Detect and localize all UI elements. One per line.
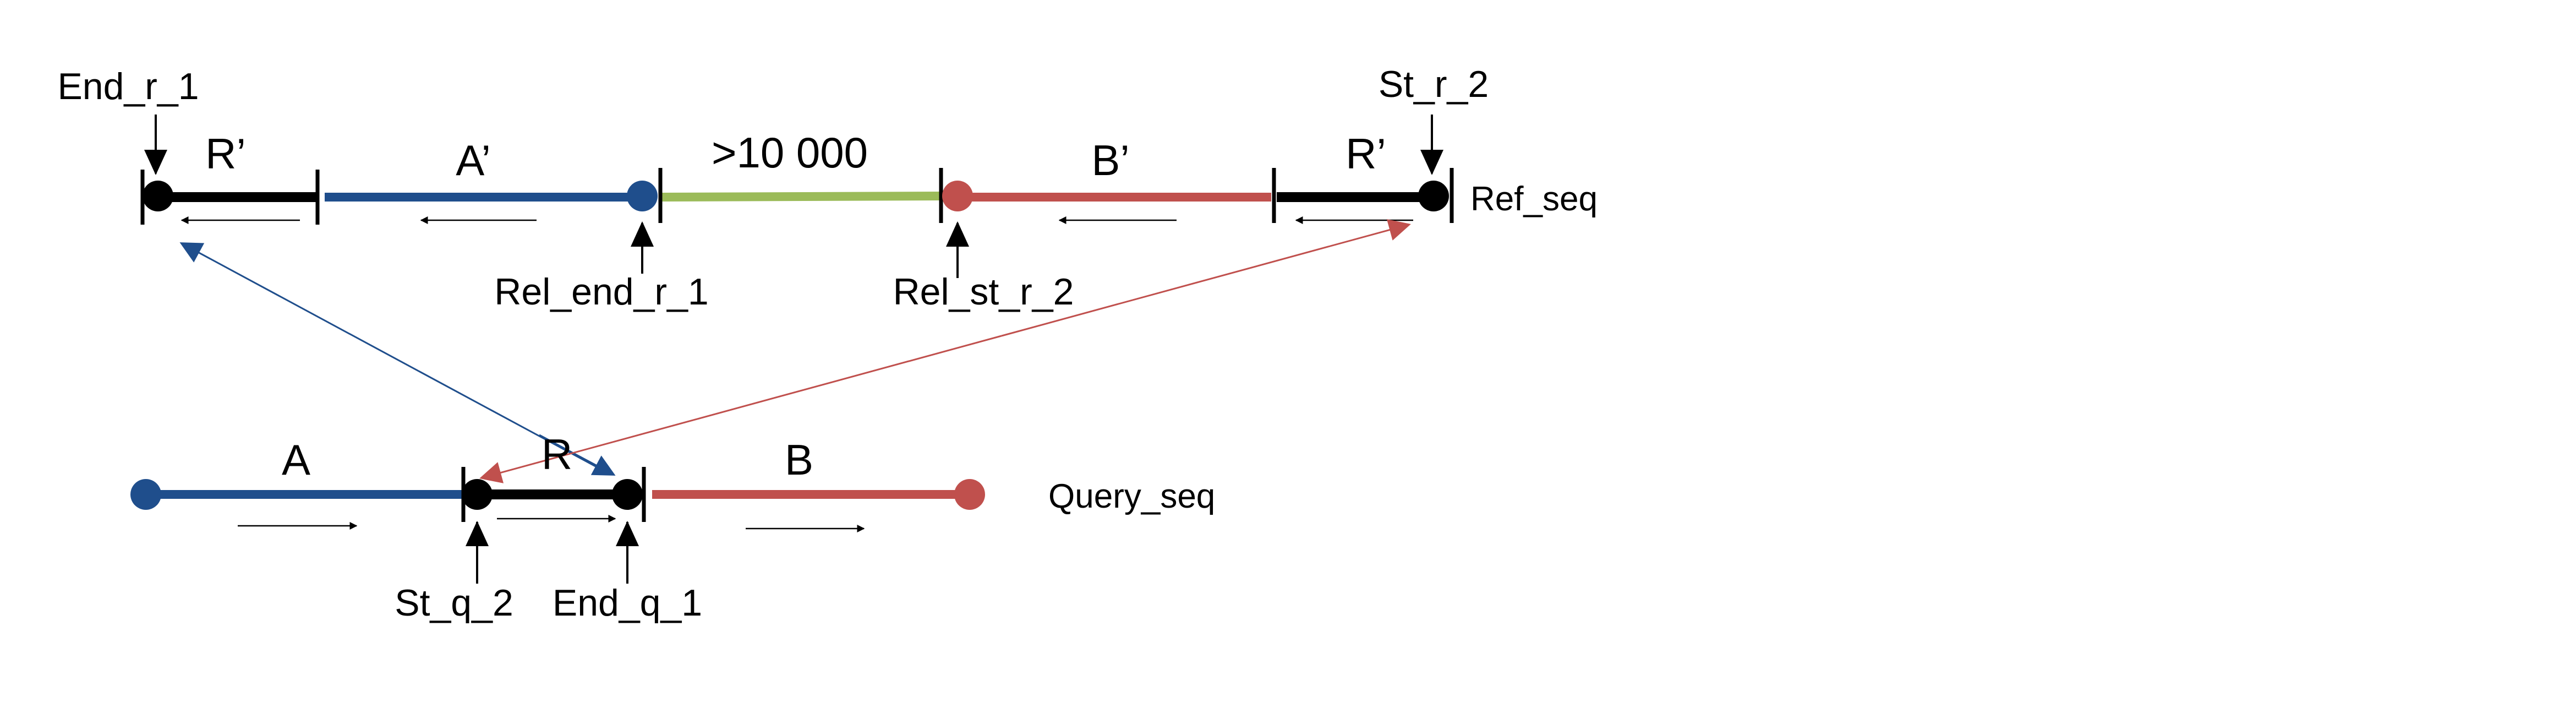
query-end-dot-red xyxy=(954,479,985,510)
query-label-a: A xyxy=(282,436,310,484)
query-seq-label: Query_seq xyxy=(1048,477,1215,515)
ref-end-dot-red xyxy=(942,181,973,211)
marker-arrowhead-st-r-2 xyxy=(1420,150,1443,175)
marker-arrowhead-end-r-1 xyxy=(144,150,167,175)
marker-label-rel-end-r-1: Rel_end_r_1 xyxy=(494,271,708,313)
query-end-dot-black xyxy=(612,479,643,510)
marker-label-st-r-2: St_r_2 xyxy=(1379,63,1489,105)
mapping-arrow-blue xyxy=(539,434,616,476)
ref-segment-gap xyxy=(660,192,942,202)
ref-end-dot-blue xyxy=(627,181,658,211)
ref-label-r-left: R’ xyxy=(205,129,246,178)
query-end-dot-blue xyxy=(130,479,161,510)
mapping-arrow-blue xyxy=(179,242,611,476)
mapping-arrow-red xyxy=(1001,219,1411,337)
query-end-dot-black xyxy=(462,479,493,510)
query-sequence: A R B Query_seq St_q_2 End_q_1 xyxy=(130,430,1215,624)
marker-label-rel-st-r-2: Rel_st_r_2 xyxy=(893,271,1074,313)
ref-sequence: R’ A’ >10 000 B’ R’ Ref_seq End_r_1 St_r… xyxy=(57,63,1597,313)
ref-label-b-prime: B’ xyxy=(1091,136,1129,184)
marker-arrowhead-rel-end-r-1 xyxy=(631,221,654,247)
ref-label-gap: >10 000 xyxy=(712,128,868,177)
marker-label-st-q-2: St_q_2 xyxy=(395,582,513,624)
ref-end-dot-black xyxy=(143,181,173,211)
ref-label-a-prime: A’ xyxy=(456,136,491,184)
query-label-r: R xyxy=(542,430,572,478)
marker-label-end-q-1: End_q_1 xyxy=(553,582,702,624)
ref-label-r-right: R’ xyxy=(1346,129,1386,178)
ref-end-dot-black xyxy=(1418,181,1449,211)
marker-arrowhead-rel-st-r-2 xyxy=(946,221,969,247)
marker-arrowhead-end-q-1 xyxy=(616,521,639,546)
mapping-arrow-red xyxy=(479,335,1002,483)
ref-seq-label: Ref_seq xyxy=(1470,180,1598,218)
marker-arrowhead-st-q-2 xyxy=(466,521,489,546)
marker-label-end-r-1: End_r_1 xyxy=(57,66,199,107)
mapping-arrows xyxy=(179,219,1411,483)
query-label-b: B xyxy=(785,436,813,484)
